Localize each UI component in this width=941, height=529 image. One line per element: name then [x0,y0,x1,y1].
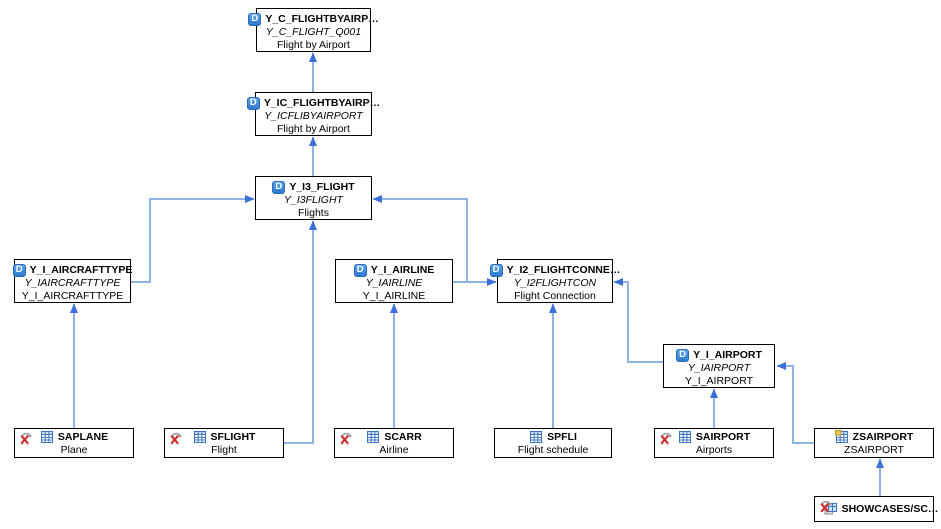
node-title-row: ZSAIRPORT [815,430,933,444]
node-title: Y_IC_FLIGHTBYAIRP… [263,97,381,109]
node-description: ZSAIRPORT [844,444,904,456]
node-title-row: D Y_I_AIRCRAFTTYPE [12,263,133,277]
node-y-i2-flightconnection[interactable]: D Y_I2_FLIGHTCONNE… Y_I2FLIGHTCON Flight… [489,259,620,303]
node-subtitle: Y_I2FLIGHTCON [513,277,597,289]
node-title-row: D Y_I_AIRLINE [336,263,452,277]
node-title: Y_I2_FLIGHTCONNE… [506,264,621,276]
node-title: Y_I3_FLIGHT [289,181,355,193]
node-title: Y_C_FLIGHTBYAIRP… [265,13,379,25]
node-y-c-flightbyairport[interactable]: D Y_C_FLIGHTBYAIRP… Y_C_FLIGHT_Q001 Flig… [248,8,379,52]
node-description: Flight Connection [514,290,596,302]
cds-view-icon: D [272,180,286,194]
node-y-i3-flight[interactable]: D Y_I3_FLIGHT Y_I3FLIGHT Flights [255,176,372,220]
node-title: SCARR [384,431,422,443]
node-subtitle: Y_IAIRLINE [365,277,423,289]
node-title: Y_I_AIRPORT [693,349,762,361]
table-icon [366,430,380,444]
cds-view-icon: D [353,263,367,277]
node-y-i-aircrafttype[interactable]: D Y_I_AIRCRAFTTYPE Y_IAIRCRAFTTYPE Y_I_A… [12,259,133,303]
node-title-row: D Y_IC_FLIGHTBYAIRP… [246,96,380,110]
remove-node-icon[interactable] [18,431,34,446]
table-icon [40,430,54,444]
cds-view-icon: D [489,263,503,277]
node-subtitle: Y_I3FLIGHT [284,194,343,206]
node-title: SFLIGHT [210,431,256,443]
node-description: Flight [211,444,237,456]
node-title-row: D Y_I_AIRPORT [664,348,774,362]
node-subtitle: Y_C_FLIGHT_Q001 [265,26,362,38]
node-title-row: SAPLANE [15,430,133,444]
node-title: Y_I_AIRCRAFTTYPE [29,264,133,276]
table-icon [678,430,692,444]
node-title: ZSAIRPORT [852,431,914,443]
modified-table-icon [835,430,849,444]
remove-node-icon[interactable] [658,431,674,446]
cds-view-icon: D [246,96,260,110]
node-y-ic-flightbyairport[interactable]: D Y_IC_FLIGHTBYAIRP… Y_ICFLIBYAIRPORT Fl… [246,92,380,136]
node-description: Flight by Airport [277,39,350,51]
cds-view-icon: D [248,12,262,26]
node-description: Plane [60,444,88,456]
node-description: Flight schedule [517,444,589,456]
cds-view-icon: D [12,263,26,277]
node-saplane[interactable]: SAPLANE Plane [14,428,134,458]
remove-node-icon[interactable] [168,431,184,446]
node-description: Y_I_AIRPORT [684,375,754,387]
node-title-row: SCARR [335,430,453,444]
node-scarr[interactable]: SCARR Airline [334,428,454,458]
node-subtitle: Y_IAIRCRAFTTYPE [24,277,121,289]
node-sflight[interactable]: SFLIGHT Flight [164,428,284,458]
node-subtitle: Y_ICFLIBYAIRPORT [264,110,363,122]
node-title: SAPLANE [57,431,109,443]
node-description: Y_I_AIRCRAFTTYPE [21,290,124,302]
node-title: SPFLI [547,431,577,443]
node-zsairport[interactable]: ZSAIRPORT ZSAIRPORT [814,428,934,458]
node-title-row: D Y_I3_FLIGHT [256,180,371,194]
node-description: Y_I_AIRLINE [362,290,426,302]
remove-node-icon[interactable] [338,431,354,446]
node-subtitle: Y_IAIRPORT [687,362,751,374]
node-title-row: SAIRPORT [655,430,773,444]
node-title: SHOWCASES/SC… [841,503,939,515]
node-title-row: SHOWCASES/SC… [815,502,938,516]
node-title-row: D Y_I2_FLIGHTCONNE… [489,263,620,277]
node-description: Flights [298,207,329,219]
node-title: Y_I_AIRLINE [370,264,435,276]
node-sairport[interactable]: SAIRPORT Airports [654,428,774,458]
table-icon [193,430,207,444]
node-spfli[interactable]: SPFLI Flight schedule [494,428,612,458]
remove-node-icon[interactable] [818,499,834,514]
node-description: Airports [695,444,733,456]
node-title-row: D Y_C_FLIGHTBYAIRP… [248,12,379,26]
node-title-row: SFLIGHT [165,430,283,444]
node-title-row: SPFLI [495,430,611,444]
node-y-i-airport[interactable]: D Y_I_AIRPORT Y_IAIRPORT Y_I_AIRPORT [663,344,775,388]
node-title: SAIRPORT [695,431,751,443]
cds-view-icon: D [676,348,690,362]
node-description: Flight by Airport [277,123,350,135]
node-description: Airline [379,444,409,456]
node-y-i-airline[interactable]: D Y_I_AIRLINE Y_IAIRLINE Y_I_AIRLINE [335,259,453,303]
table-icon [529,430,543,444]
node-showcases[interactable]: SHOWCASES/SC… [814,496,938,522]
